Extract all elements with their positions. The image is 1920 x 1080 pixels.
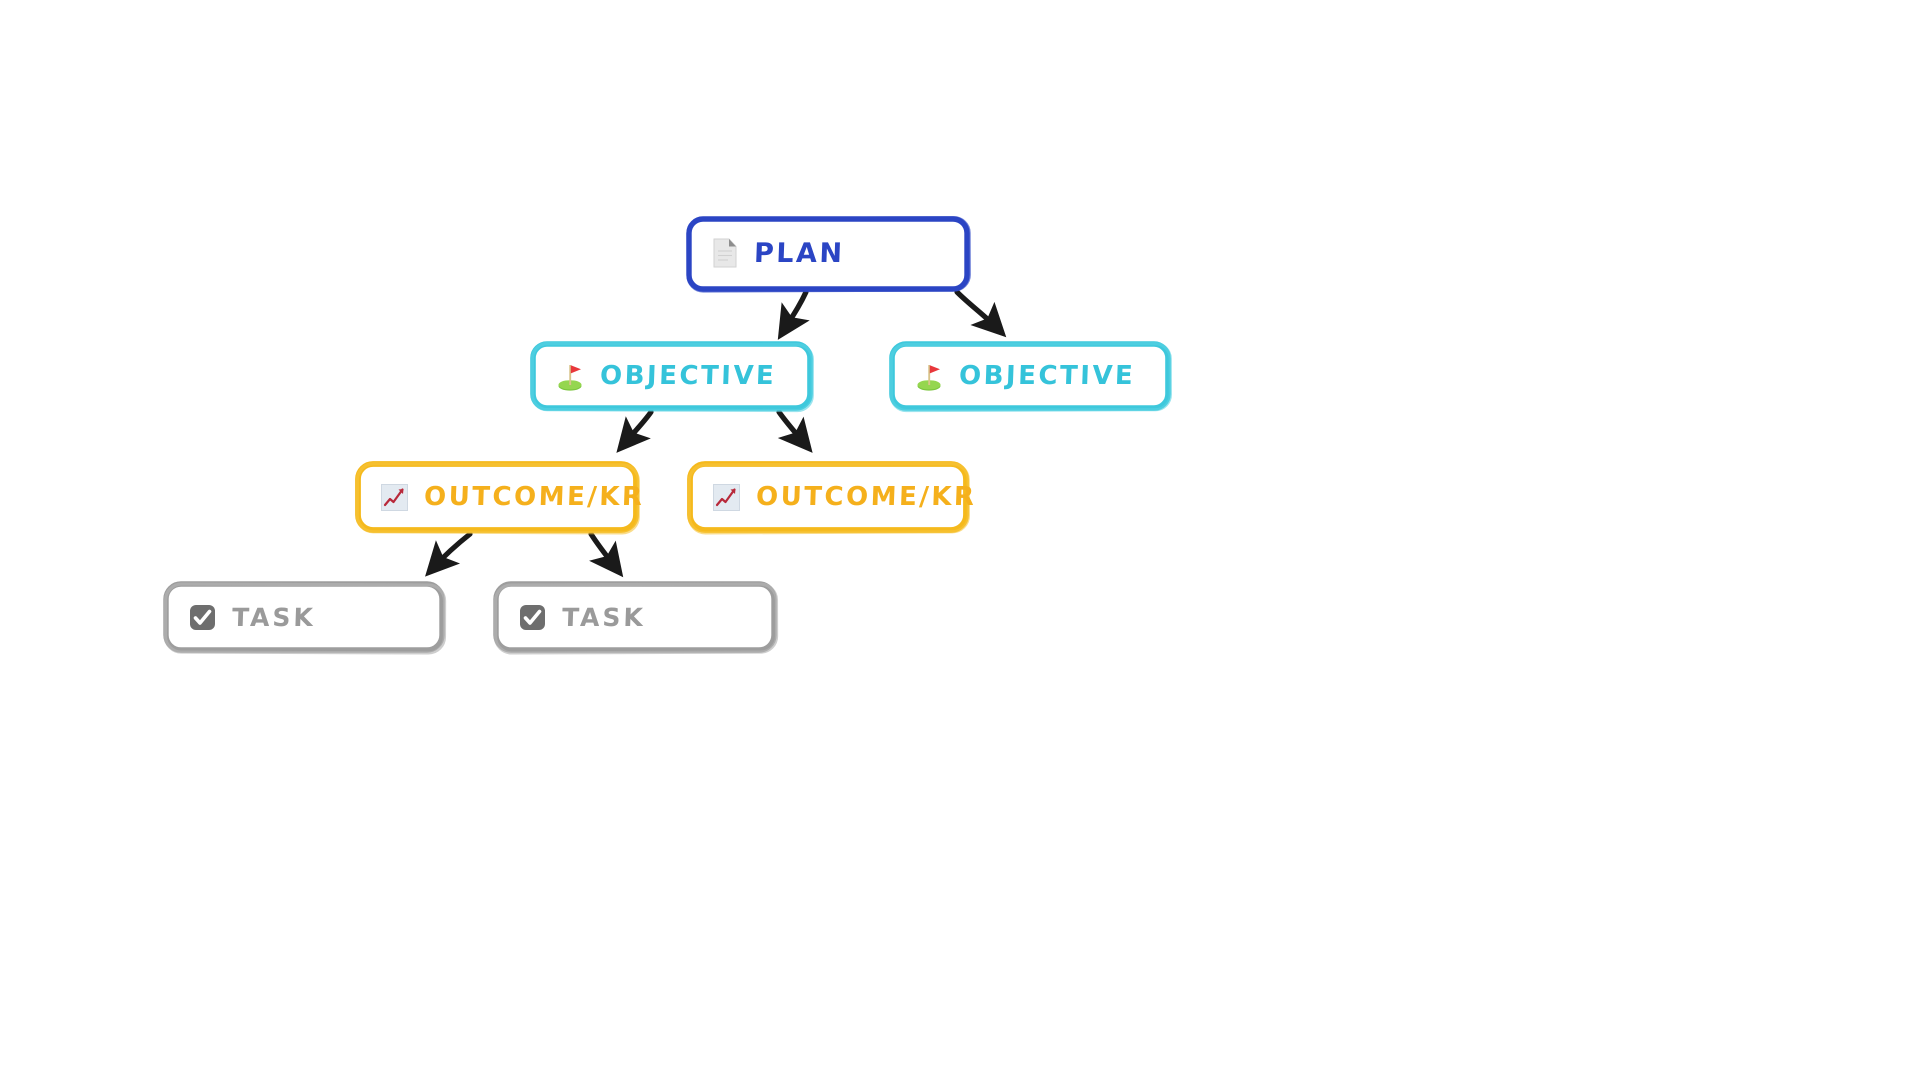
node-outcome-2[interactable]: OUTCOME/KR bbox=[687, 461, 977, 535]
plan-box-frame bbox=[686, 216, 971, 293]
node-task-1[interactable]: TASK bbox=[163, 581, 447, 655]
checked-checkbox-icon bbox=[520, 604, 545, 630]
objective-1-box-frame bbox=[530, 341, 814, 413]
outcome-1-label: OUTCOME/KR bbox=[423, 482, 645, 512]
task-2-box-frame bbox=[493, 581, 779, 655]
chart-increasing-icon bbox=[381, 483, 408, 511]
task-2-label: TASK bbox=[561, 602, 647, 632]
task-1-box-frame bbox=[163, 581, 447, 655]
plan-label: PLAN bbox=[753, 237, 846, 269]
node-task-2[interactable]: TASK bbox=[493, 581, 779, 655]
node-outcome-1[interactable]: OUTCOME/KR bbox=[355, 461, 645, 535]
node-plan[interactable]: PLAN bbox=[686, 216, 971, 293]
outcome-1-box-frame bbox=[355, 461, 640, 535]
objective-2-box-frame bbox=[889, 341, 1172, 413]
node-objective-1[interactable]: OBJECTIVE bbox=[530, 341, 814, 413]
golf-flag-icon bbox=[558, 365, 582, 391]
plan-label-row: PLAN bbox=[686, 238, 845, 269]
objective-2-label-row: OBJECTIVE bbox=[889, 361, 1136, 391]
task-1-label: TASK bbox=[231, 602, 317, 632]
task-2-label-row: TASK bbox=[493, 603, 646, 632]
objective-1-label: OBJECTIVE bbox=[599, 361, 777, 391]
outcome-2-label: OUTCOME/KR bbox=[755, 482, 977, 512]
chart-increasing-icon bbox=[713, 483, 740, 511]
checked-checkbox-icon bbox=[190, 604, 215, 630]
outcome-2-box-frame bbox=[687, 461, 970, 535]
page-icon bbox=[713, 238, 737, 268]
objective-1-label-row: OBJECTIVE bbox=[530, 361, 777, 391]
outcome-1-label-row: OUTCOME/KR bbox=[355, 482, 645, 512]
outcome-2-label-row: OUTCOME/KR bbox=[687, 482, 977, 512]
node-objective-2[interactable]: OBJECTIVE bbox=[889, 341, 1172, 413]
objective-2-label: OBJECTIVE bbox=[958, 361, 1136, 391]
golf-flag-icon bbox=[917, 365, 941, 391]
task-1-label-row: TASK bbox=[163, 603, 316, 632]
